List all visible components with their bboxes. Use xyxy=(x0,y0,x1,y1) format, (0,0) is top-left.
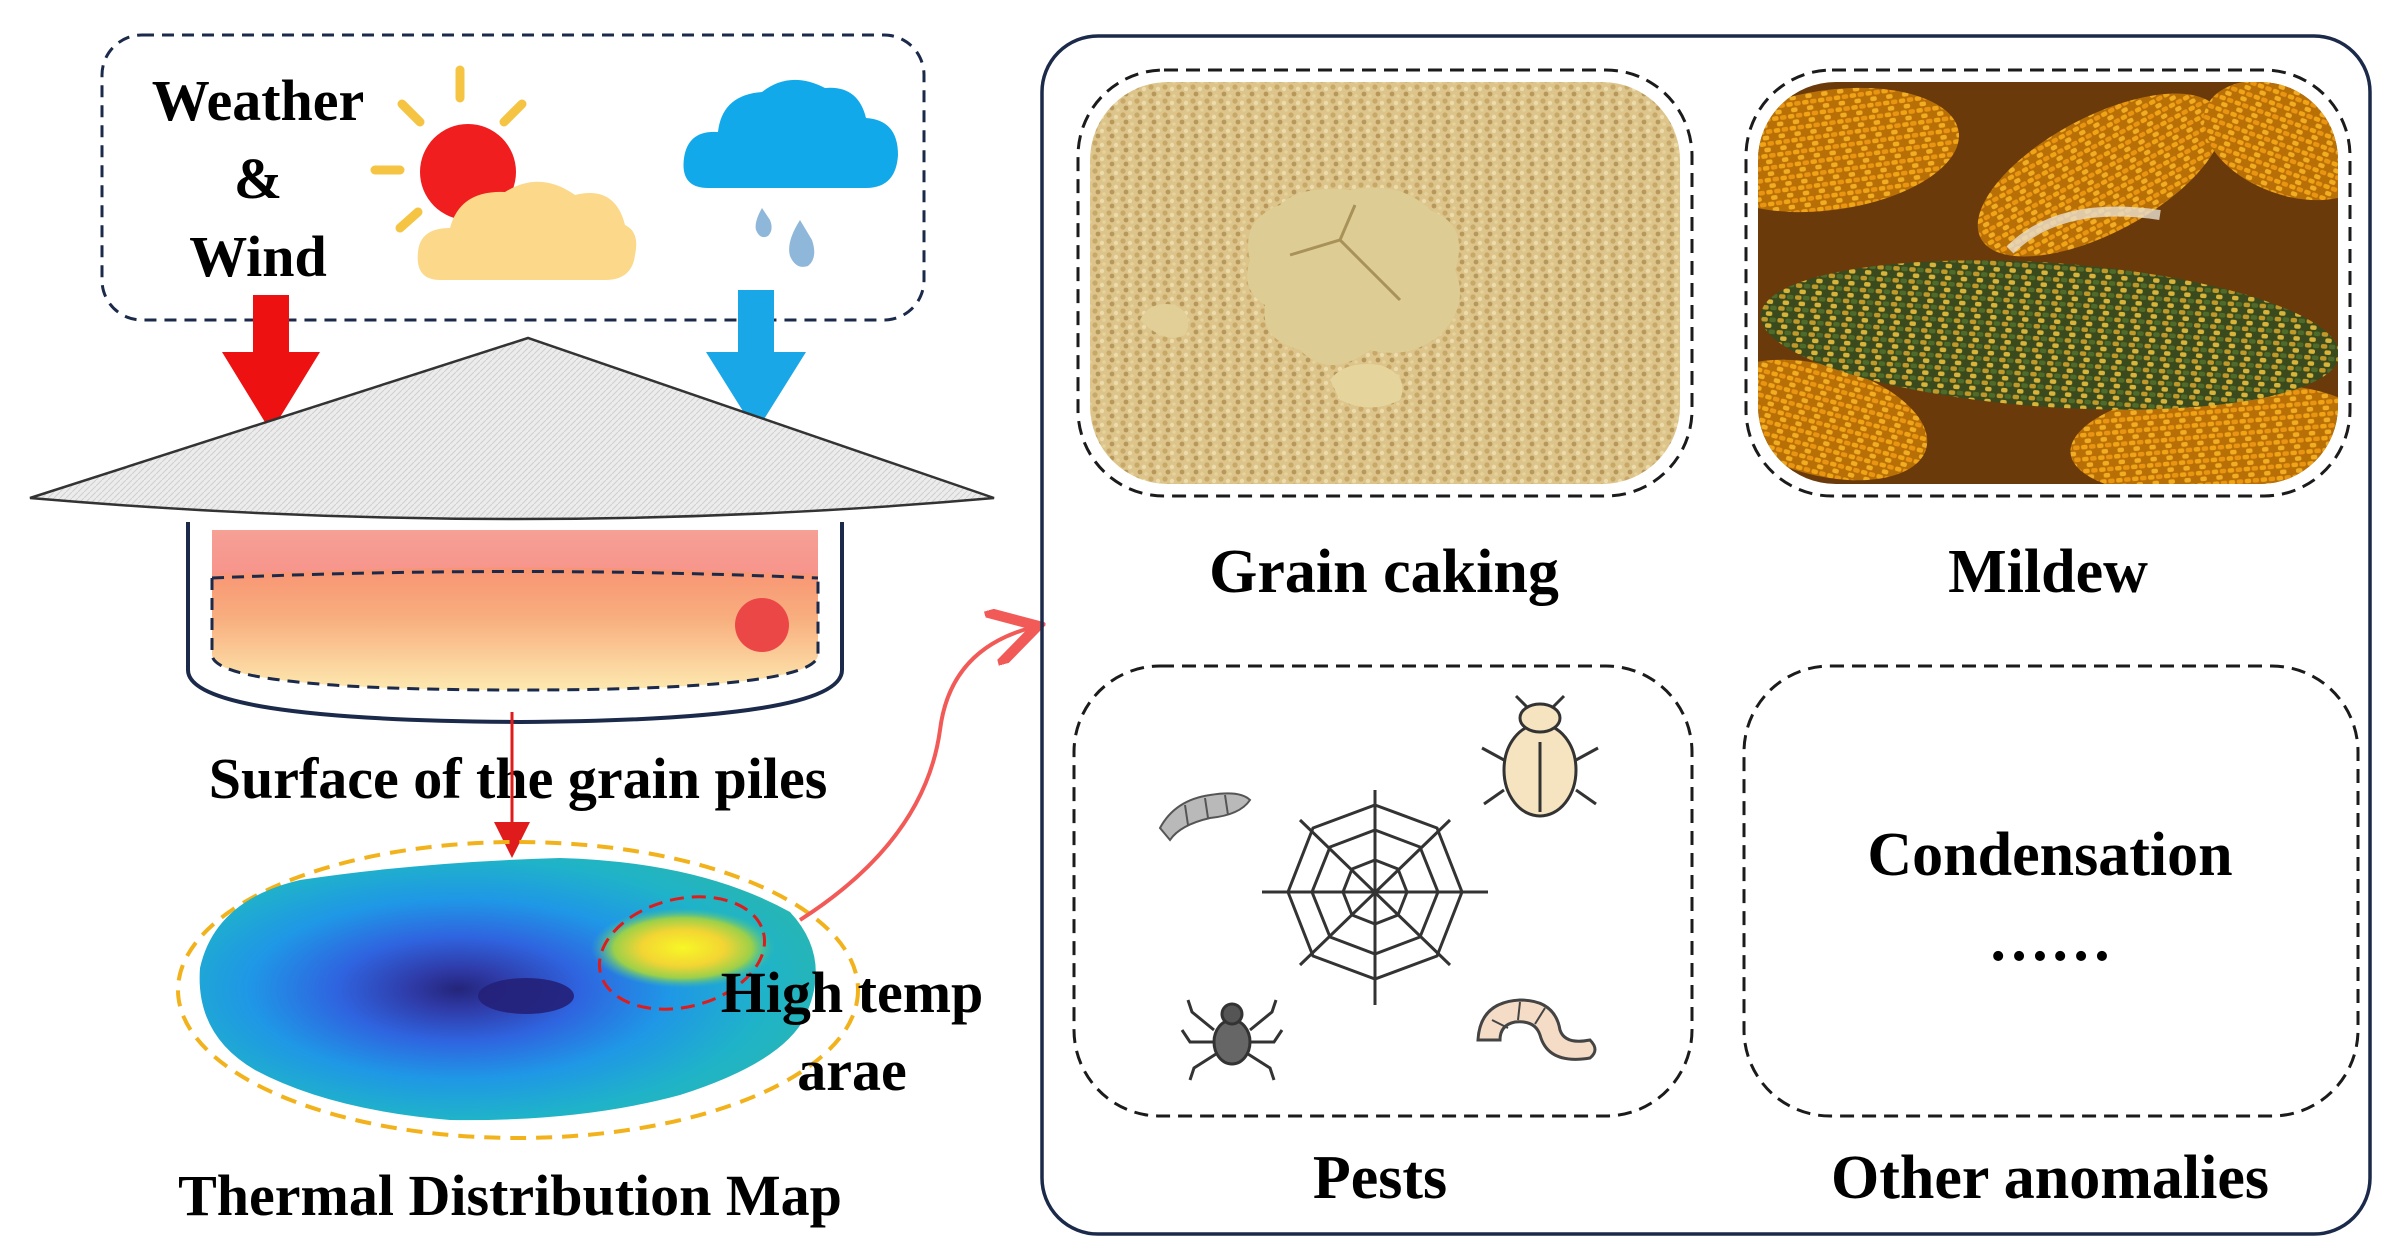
mildew-label: Mildew xyxy=(1948,538,2148,606)
spider-icon xyxy=(1180,999,1284,1081)
grain-caking-label: Grain caking xyxy=(1209,538,1559,606)
hotspot-label-line-2: arae xyxy=(797,1038,907,1103)
worm-icon xyxy=(1476,998,1597,1061)
caterpillar-icon xyxy=(1158,792,1252,842)
ellipsis-label: …… xyxy=(1988,906,2112,974)
other-anomalies-card: Condensation …… Other anomalies xyxy=(1742,664,2360,1212)
hotspot-to-anomalies-arrow xyxy=(798,628,1030,922)
beetle-icon xyxy=(1481,694,1599,818)
silo-roof xyxy=(29,336,995,521)
thermal-map-label: Thermal Distribution Map xyxy=(178,1163,842,1228)
heat-hotspot xyxy=(591,908,775,988)
grain-caking-photo xyxy=(1090,82,1680,484)
blue-rain-arrow xyxy=(706,290,806,432)
red-wind-arrow xyxy=(222,295,320,432)
spider-web-icon xyxy=(1262,790,1488,1005)
weather-dashed-box xyxy=(100,33,926,322)
hotspot-circle xyxy=(597,895,767,1011)
other-anomalies-label: Other anomalies xyxy=(1831,1144,2269,1212)
surface-label: Surface of the grain piles xyxy=(209,746,828,811)
hotspot-dot xyxy=(735,598,789,652)
hotspot-label-line-1: High temp xyxy=(721,960,984,1025)
mildew-card: Mildew xyxy=(1744,68,2352,606)
mildew-corn-photo xyxy=(1758,82,2338,484)
weather-label-line-1: Weather xyxy=(152,68,365,133)
sun-behind-cloud-icon xyxy=(370,65,637,280)
rain-cloud-icon xyxy=(683,79,898,267)
thermal-map: High temp arae xyxy=(176,840,984,1140)
pests-card: Pests xyxy=(1072,664,1694,1212)
pests-icons xyxy=(1158,694,1599,1081)
map-boundary xyxy=(176,840,860,1140)
pests-label: Pests xyxy=(1313,1144,1447,1212)
weather-label-line-2: & xyxy=(234,146,282,211)
anomalies-panel xyxy=(1040,34,2372,1236)
weather-label-line-3: Wind xyxy=(189,224,327,289)
condensation-label: Condensation xyxy=(1867,821,2232,889)
grain-pile-silo xyxy=(186,522,844,725)
grain-caking-card: Grain caking xyxy=(1076,68,1694,606)
weather-panel: Weather & Wind xyxy=(100,33,926,322)
